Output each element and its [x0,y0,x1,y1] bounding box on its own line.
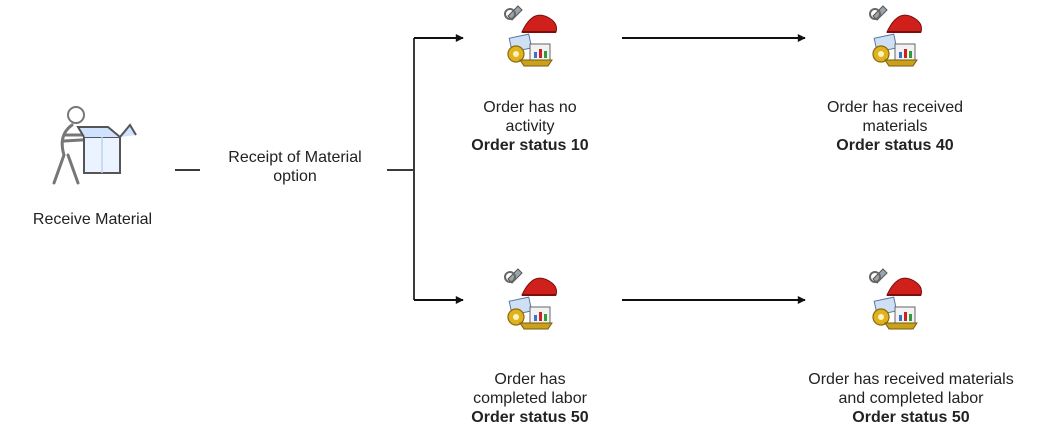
node-status: Order status 10 [471,137,589,154]
order-icon-status-10 [504,5,558,67]
node-status: Order status 40 [836,137,954,154]
order-icon-labor-50 [504,268,558,330]
node-line2: materials [862,118,928,135]
connector-label-line2: option [273,168,317,185]
node-line2: and completed labor [838,390,984,407]
node-line2: completed labor [473,390,587,407]
node-label-status-40: Order has received materials Order statu… [780,98,1010,155]
connector-label: Receipt of Material option [195,148,395,186]
node-status: Order status 50 [471,409,589,426]
node-line1: Order has received [826,99,964,116]
node-label-labor-50: Order has completed labor Order status 5… [420,370,640,427]
order-icon-status-40 [869,5,923,67]
node-line1: Order has no [483,99,577,116]
person-box-icon [52,106,137,185]
node-status: Order status 50 [852,409,970,426]
connector-label-line1: Receipt of Material [228,149,362,166]
node-line1: Order has received materials [808,371,1014,388]
node-label-materials-labor-50: Order has received materials and complet… [766,370,1056,427]
node-line1: Order has [494,371,566,388]
actor-label: Receive Material [32,211,153,228]
order-icon-materials-labor-50 [869,268,923,330]
node-line2: activity [505,118,555,135]
node-label-status-10: Order has no activity Order status 10 [420,98,640,155]
